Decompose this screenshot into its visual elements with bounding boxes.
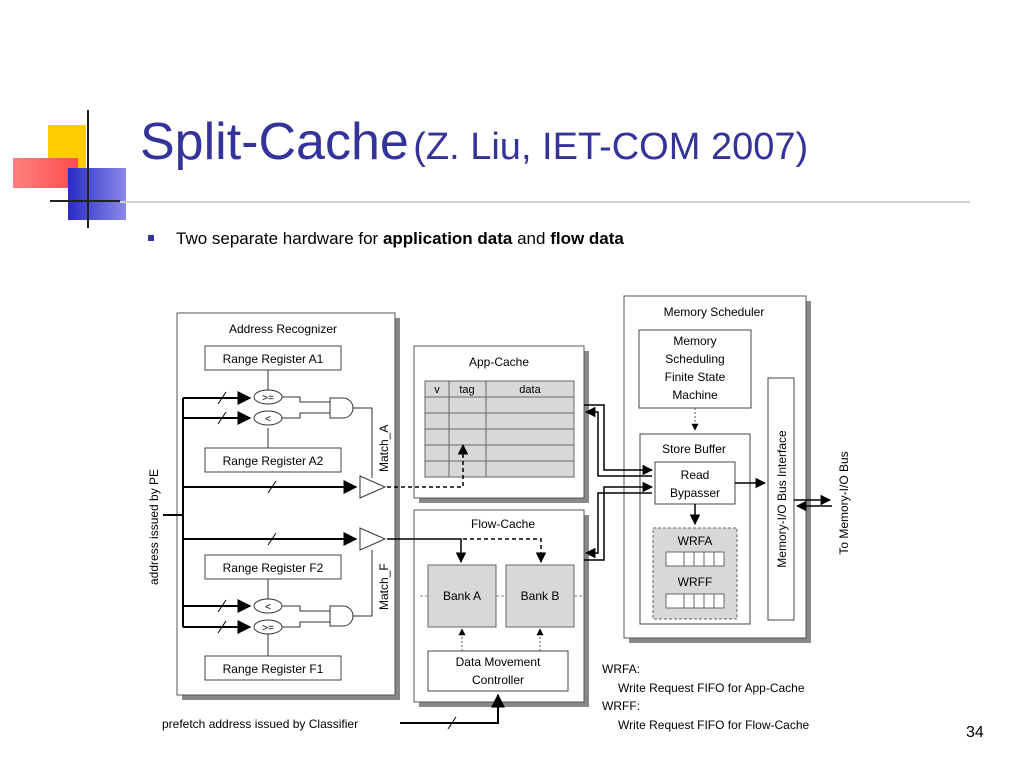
bank-b	[505, 564, 575, 628]
msfsm-line2: Scheduling	[665, 352, 724, 366]
match-f-label: Match_F	[377, 563, 391, 610]
legend: WRFA: Write Request FIFO for App-Cache W…	[602, 662, 809, 732]
to-memory-io-bus-label: To Memory-I/O Bus	[837, 451, 851, 554]
and-gate-a	[329, 397, 354, 419]
prefetch-arrow	[400, 693, 505, 724]
data-movement-controller	[427, 650, 569, 692]
bank-b-label: Bank B	[521, 589, 560, 603]
title-underline	[120, 201, 970, 203]
legend-wrfa-desc: Write Request FIFO for App-Cache	[618, 681, 805, 695]
decor-horizontal-line	[50, 200, 120, 202]
flow-cache-block: Flow-Cache Bank A Bank B Data Movement C…	[413, 509, 589, 707]
dmc-line1: Data Movement	[456, 655, 541, 669]
comparator-ge-a-label: >=	[262, 393, 274, 404]
bullet-item: Two separate hardware for application da…	[148, 229, 624, 249]
store-buffer-label: Store Buffer	[662, 442, 726, 456]
address-recognizer-block: Address Recognizer Range Register A1 Ran…	[176, 312, 400, 700]
msfsm-line3: Finite State	[665, 370, 726, 384]
bullet-middle: and	[512, 229, 551, 248]
app-cache-label: App-Cache	[469, 355, 529, 369]
prefetch-address-label: prefetch address issued by Classifier	[162, 717, 358, 731]
dmc-line2: Controller	[472, 673, 524, 687]
range-register-a2-label: Range Register A2	[223, 454, 324, 468]
msfsm-line1: Memory	[673, 334, 716, 348]
bullet-bold-application: application data	[382, 229, 513, 248]
range-register-a1-label: Range Register A1	[223, 352, 324, 366]
col-v: v	[434, 384, 440, 396]
comparator-lt-a-label: <	[265, 414, 271, 425]
legend-wrff-desc: Write Request FIFO for Flow-Cache	[618, 718, 809, 732]
range-register-f2-label: Range Register F2	[223, 561, 324, 575]
pe-address-bus	[163, 391, 358, 634]
range-register-f2	[204, 554, 342, 580]
comparator-ge-f-label: >=	[262, 623, 274, 634]
and-gate-f	[329, 605, 354, 627]
col-data: data	[519, 384, 541, 396]
memory-scheduler-label: Memory Scheduler	[664, 305, 765, 319]
tri-buffer-f	[359, 527, 387, 551]
col-tag: tag	[459, 384, 474, 396]
read-bypasser-line1: Read	[681, 468, 710, 482]
address-recognizer-label: Address Recognizer	[229, 322, 337, 336]
legend-wrff: WRFF:	[602, 699, 640, 713]
wrfa-fifo	[665, 551, 725, 567]
memory-scheduler-block: Memory Scheduler Memory Scheduling Finit…	[623, 295, 811, 643]
slide-title: Split-Cache (Z. Liu, IET-COM 2007)	[140, 112, 808, 172]
app-cache-block: App-Cache v tag data	[413, 345, 589, 503]
comparator-lt-f-label: <	[265, 602, 271, 613]
bus-interface-box	[767, 377, 795, 621]
decor-red-bar	[13, 158, 78, 188]
title-citation: (Z. Liu, IET-COM 2007)	[413, 126, 809, 168]
wrff-label: WRFF	[678, 575, 713, 589]
read-bypasser-line2: Bypasser	[670, 486, 720, 500]
msfsm-box	[638, 329, 752, 409]
flow-cache-label: Flow-Cache	[471, 517, 535, 531]
title-main: Split-Cache	[140, 113, 409, 171]
msfsm-line4: Machine	[672, 388, 718, 402]
decor-blue-square	[68, 168, 126, 220]
bullet-prefix: Two separate hardware for	[176, 229, 383, 248]
range-register-a1	[204, 345, 342, 371]
decor-vertical-line	[87, 110, 89, 228]
bullet-icon	[148, 234, 154, 241]
range-register-f1-label: Range Register F1	[223, 662, 324, 676]
bank-a-label: Bank A	[443, 589, 481, 603]
bus-interface-label: Memory-I/O Bus Interface	[775, 430, 789, 568]
legend-wrfa: WRFA:	[602, 662, 640, 676]
address-issued-by-pe-label: address issued by PE	[147, 469, 161, 585]
range-register-f1	[204, 655, 342, 681]
wrfa-label: WRFA	[678, 534, 713, 548]
page-number: 34	[966, 724, 984, 741]
bullet-bold-flow: flow data	[550, 229, 624, 248]
range-register-a2	[204, 447, 342, 473]
tri-buffer-a	[359, 475, 387, 499]
read-bypasser-box	[654, 461, 736, 505]
wrff-fifo	[665, 593, 725, 609]
match-a-label: Match_A	[377, 425, 391, 472]
